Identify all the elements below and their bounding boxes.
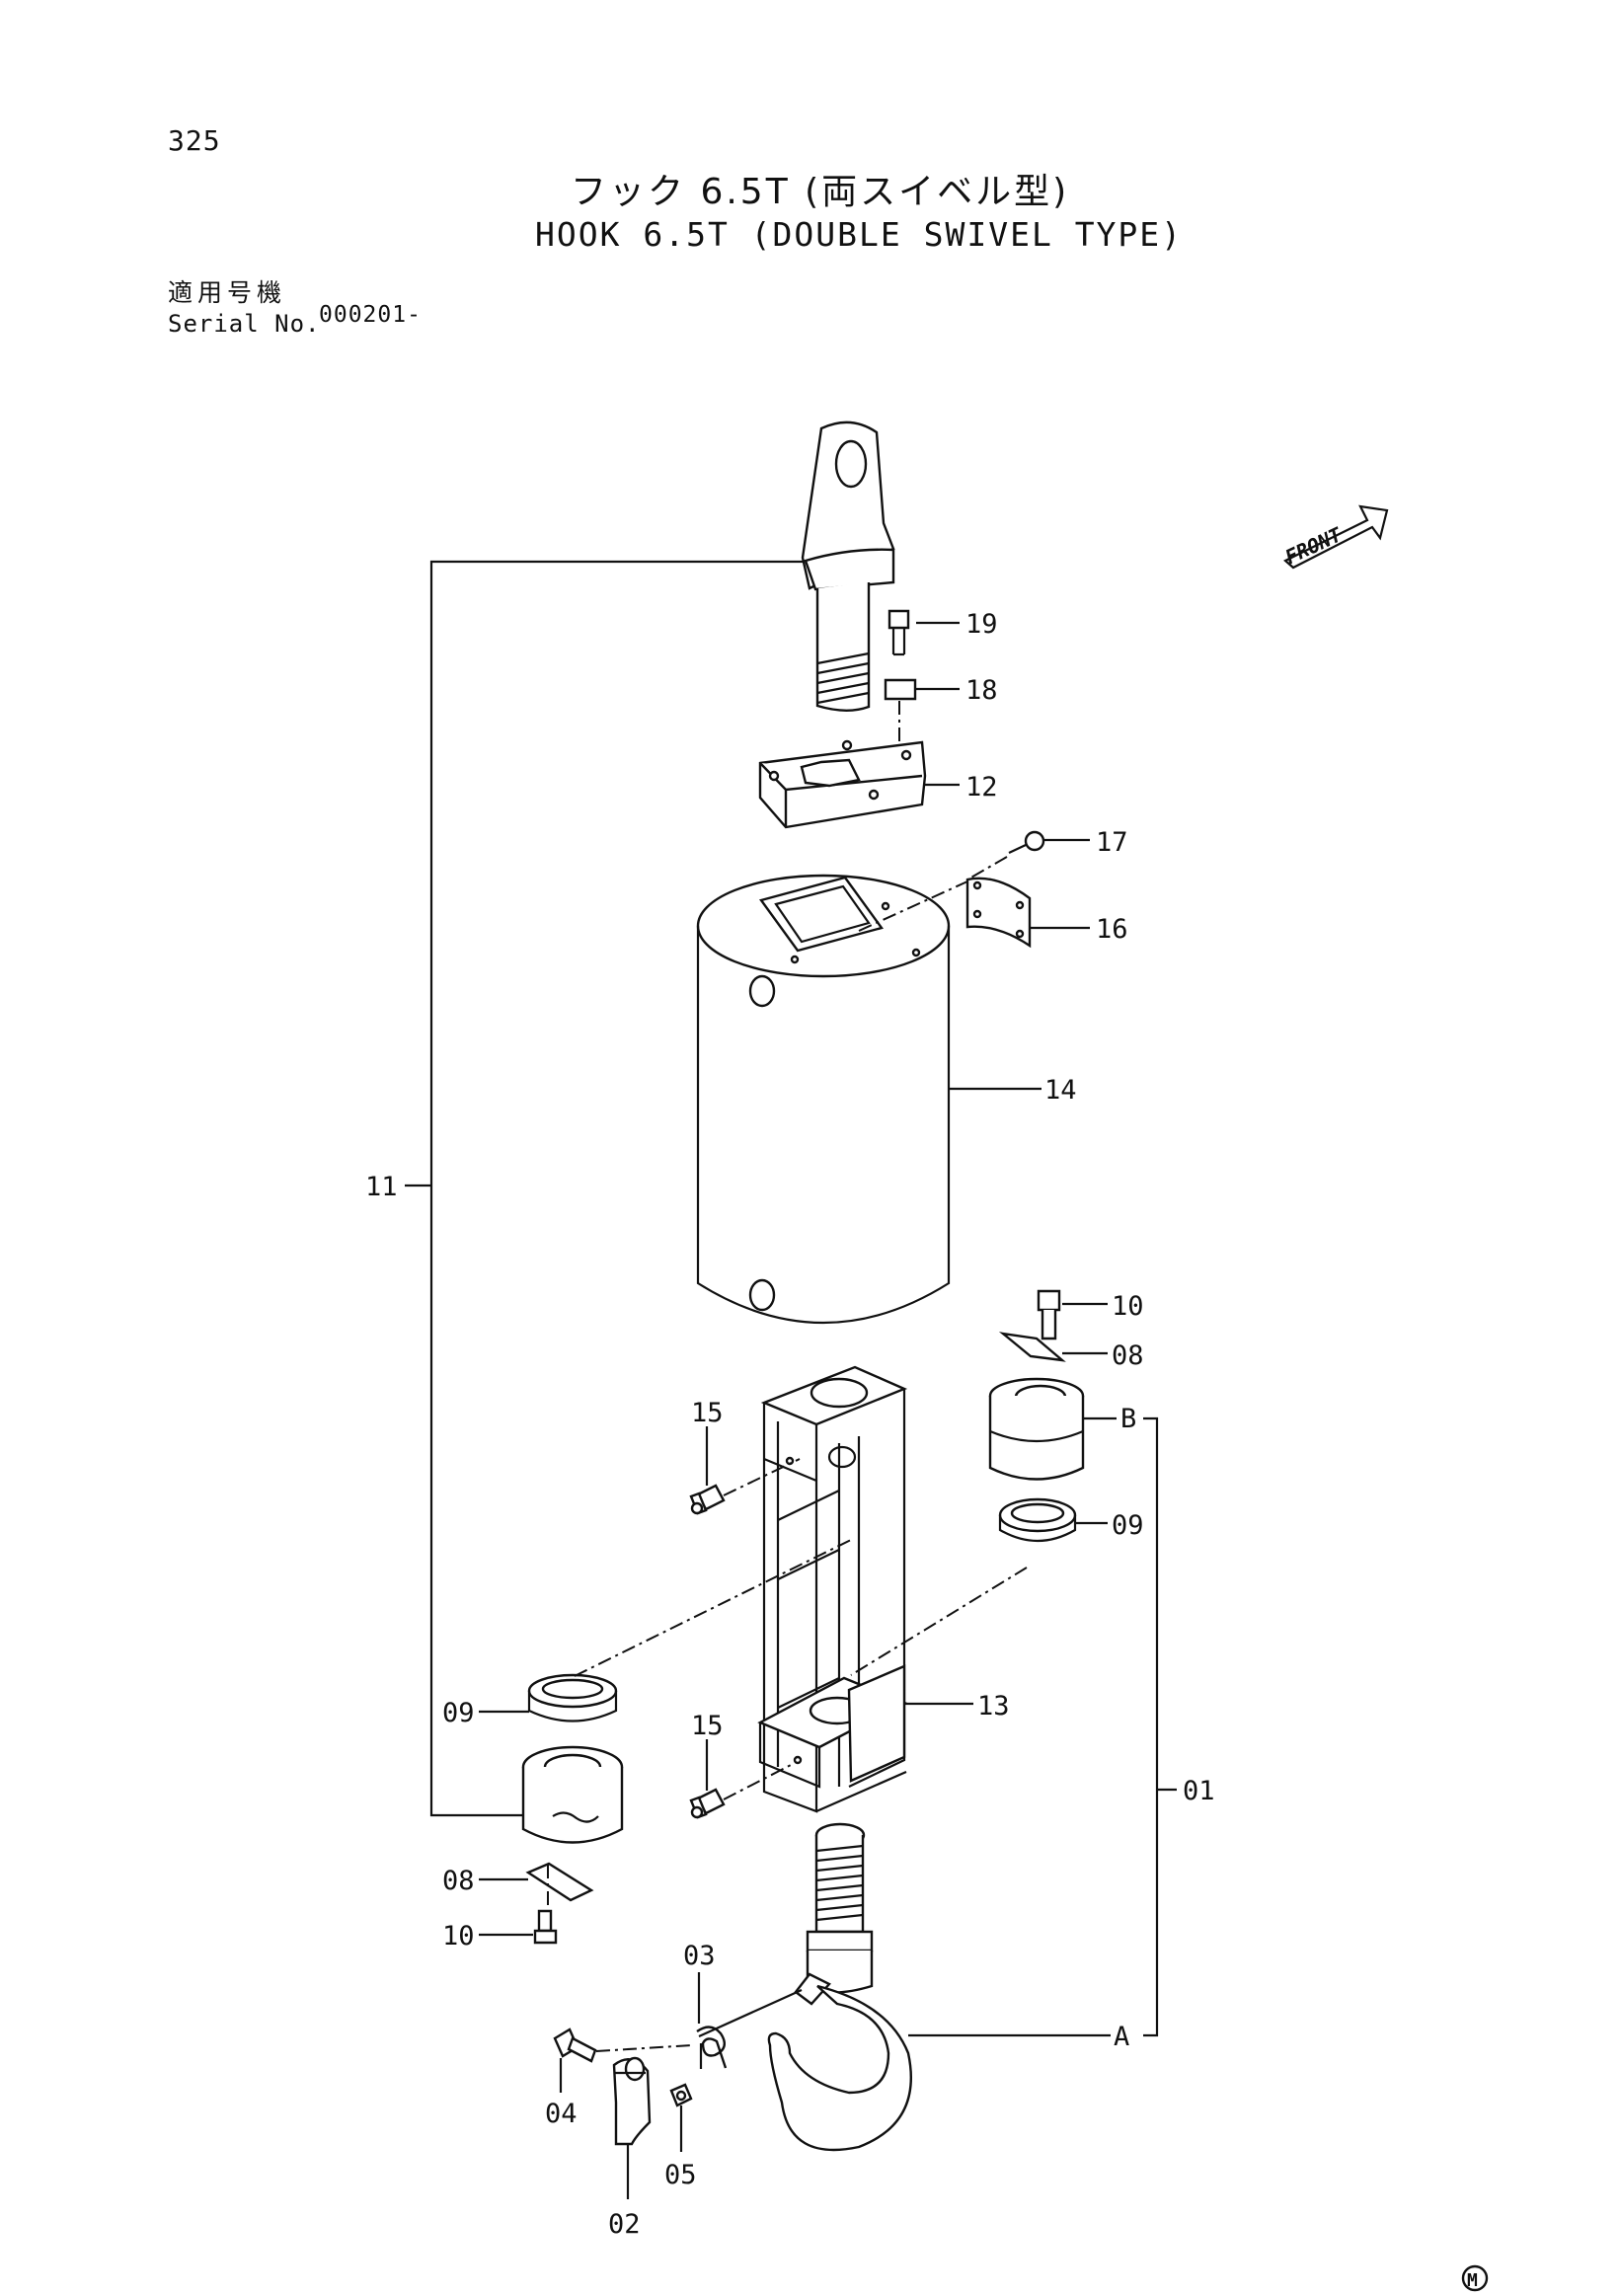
part-15-grease-nipple-bottom (689, 1788, 726, 1819)
callout-02: 02 (608, 2209, 641, 2240)
callout-10-top: 10 (1112, 1291, 1144, 1322)
front-direction-arrow: FRONT (1281, 504, 1389, 570)
callout-16: 16 (1096, 914, 1128, 945)
callout-12: 12 (965, 772, 998, 803)
group-label-a: A (1114, 2022, 1129, 2052)
callout-03: 03 (683, 1941, 716, 1971)
callout-10-bottom: 10 (442, 1921, 475, 1952)
front-label: FRONT (1281, 522, 1347, 570)
page-title-japanese: フック 6.5T (両スイベル型) (571, 172, 1070, 212)
bracket-group-01 (1143, 1416, 1159, 2037)
swivel-nut-b (988, 1377, 1085, 1481)
callout-15-bottom: 15 (691, 1711, 724, 1741)
swivel-eye-bolt (801, 421, 895, 712)
callout-05: 05 (664, 2160, 697, 2190)
callout-04: 04 (545, 2099, 578, 2129)
part-09-thrust-bearing-left (527, 1673, 618, 1722)
part-09-thrust-bearing-right (998, 1497, 1077, 1543)
part-15-grease-nipple-top (689, 1484, 726, 1515)
callout-09-right: 09 (1112, 1510, 1144, 1541)
bracket-group-11 (429, 560, 806, 1817)
page-number: 325 (168, 124, 221, 157)
callout-08-bottom: 08 (442, 1866, 475, 1896)
group-label-b: B (1120, 1404, 1136, 1434)
callout-17: 17 (1096, 827, 1128, 858)
callout-09-left: 09 (442, 1698, 475, 1728)
part-03-latch-spring (696, 2026, 728, 2069)
swivel-nut-lower (521, 1745, 624, 1844)
serial-number-value: 000201- (319, 302, 422, 328)
callout-14: 14 (1044, 1075, 1077, 1106)
part-08-lock-plate-bottom (525, 1862, 594, 1902)
part-12-top-plate (758, 739, 927, 829)
callout-15-top: 15 (691, 1398, 724, 1428)
part-10-bolt-bottom (533, 1909, 558, 1945)
callout-11: 11 (365, 1172, 398, 1202)
part-16-name-plate (965, 877, 1032, 949)
part-02-hook-latch (612, 2056, 652, 2146)
part-17-screw (1008, 830, 1045, 854)
callout-08-top: 08 (1112, 1340, 1144, 1371)
part-10-bolt-top (1037, 1289, 1061, 1340)
part-14-cylinder-cover (696, 874, 968, 1324)
part-19-bolt (887, 609, 910, 656)
footer-mark: M (1461, 2264, 1489, 2292)
page-title-english: HOOK 6.5T (DOUBLE SWIVEL TYPE) (535, 215, 1184, 254)
part-18-lock-plate (884, 678, 917, 701)
callout-13: 13 (977, 1691, 1010, 1722)
callout-01: 01 (1183, 1776, 1215, 1806)
part-08-lock-plate-top (998, 1332, 1066, 1362)
serial-label: Serial No. (168, 310, 321, 338)
footer-mark-letter: M (1467, 2270, 1478, 2291)
part-04-latch-bolt (553, 2028, 597, 2063)
part-05-latch-nut (669, 2083, 693, 2107)
callout-18: 18 (965, 675, 998, 706)
serial-label-japanese: 適用号機 (168, 278, 287, 307)
callout-19: 19 (965, 609, 998, 640)
part-13-yoke-frame (757, 1365, 908, 1813)
hook-body (767, 1822, 912, 2152)
